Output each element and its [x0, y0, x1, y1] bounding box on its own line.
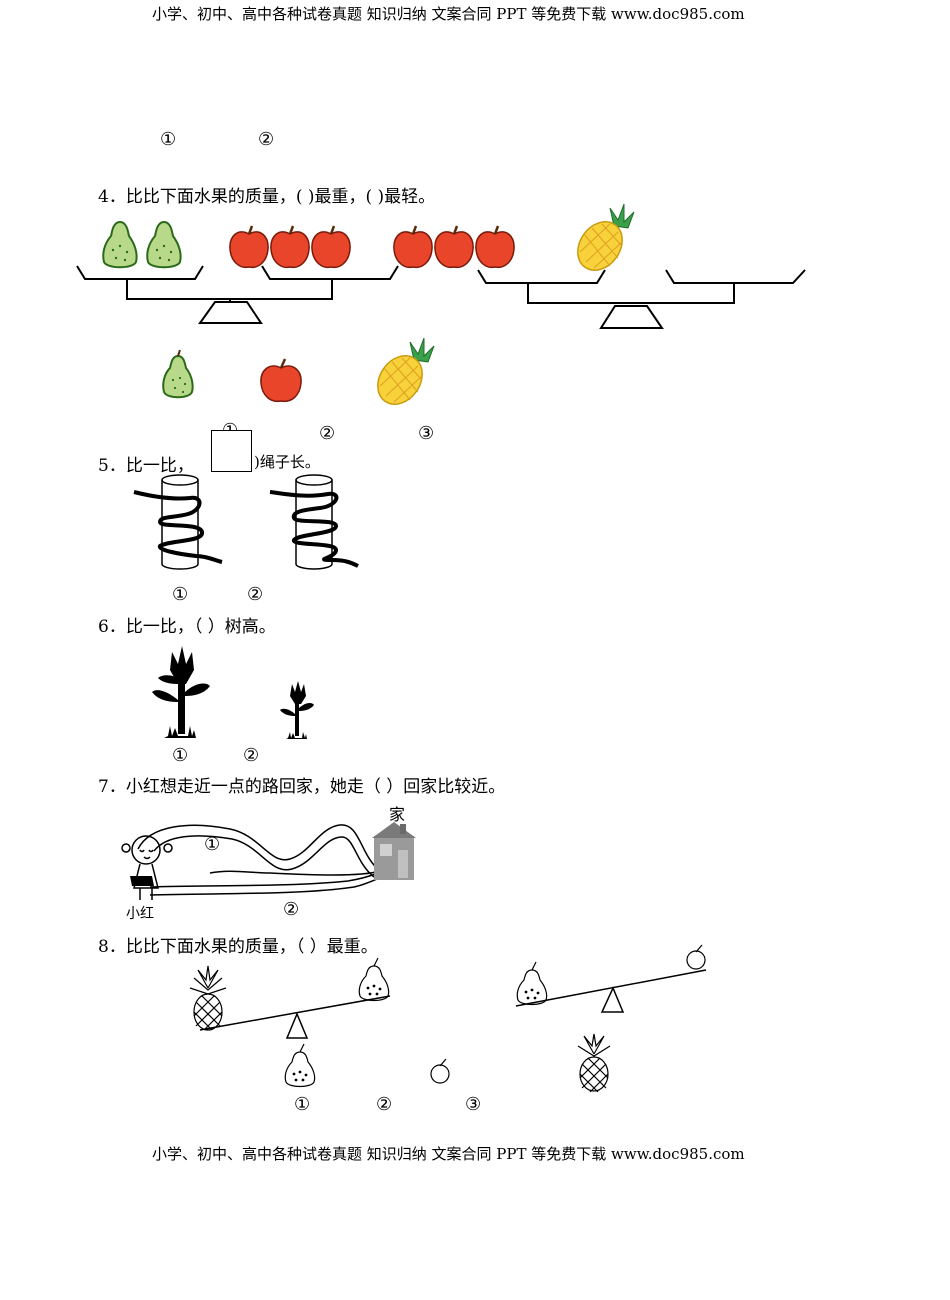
q7-paths	[137, 824, 383, 896]
q4-balance-2	[477, 269, 806, 329]
prev-option-2: ②	[258, 129, 275, 150]
q4-option-pear	[162, 349, 194, 399]
q5-answer-box[interactable]	[211, 430, 252, 472]
q7-girl-xiaohong	[121, 835, 173, 900]
q4-option-pineapple	[377, 337, 435, 405]
q6-option-1-label: ①	[172, 745, 189, 766]
q8-pear-seesaw-1	[358, 957, 390, 1002]
q5-option-2-label: ②	[247, 584, 264, 605]
q7-house-home	[372, 822, 416, 880]
q4-text: 4．比比下面水果的质量，( )最重，( )最轻。	[98, 187, 436, 207]
q7-path-2-label: ②	[283, 899, 300, 920]
q4-apples-left-balance	[229, 225, 351, 269]
q4-balance-1	[76, 265, 399, 324]
q4-option-apple	[260, 358, 302, 403]
q8-text: 8．比比下面水果的质量，（ ）最重。	[98, 937, 378, 957]
q5-rope-post-2	[269, 474, 359, 570]
q5-option-1-label: ①	[172, 584, 189, 605]
q8-seesaw-1	[199, 995, 391, 1039]
q8-option-1-label: ①	[294, 1094, 311, 1115]
q4-pineapple-balance	[577, 203, 635, 271]
q6-tree-1	[152, 646, 210, 738]
q4-pears	[102, 220, 182, 269]
page-footer: 小学、初中、高中各种试卷真题 知识归纳 文案合同 PPT 等免费下载 www.d…	[152, 1145, 745, 1163]
q8-pineapple-seesaw-1	[189, 965, 227, 1031]
q4-apples-right-balance	[393, 225, 515, 269]
q7-home-label: 家	[389, 805, 406, 824]
q8-option-2-label: ②	[376, 1094, 393, 1115]
q8-option-pear	[284, 1043, 316, 1088]
q4-option-2-label: ②	[319, 423, 336, 444]
q5-rope-post-1	[133, 474, 223, 570]
q6-text: 6．比一比，（ ）树高。	[98, 617, 276, 637]
q8-pineapple-below-seesaw-2	[577, 1033, 611, 1093]
q8-apple-seesaw-2	[686, 944, 706, 970]
q5-text-prefix: 5．比一比，	[98, 456, 194, 476]
q7-path-1-label: ①	[204, 834, 221, 855]
q6-tree-2	[280, 681, 314, 739]
q4-option-3-label: ③	[418, 423, 435, 444]
q8-option-apple	[430, 1058, 450, 1084]
q8-option-3-label: ③	[465, 1094, 482, 1115]
q8-seesaw-2	[515, 969, 707, 1013]
page-header: 小学、初中、高中各种试卷真题 知识归纳 文案合同 PPT 等免费下载 www.d…	[152, 5, 745, 23]
q5-text-suffix: )绳子长。	[254, 453, 320, 471]
q8-pear-seesaw-2	[516, 961, 548, 1006]
prev-option-1: ①	[160, 129, 177, 150]
q7-girl-label: 小红	[126, 906, 154, 922]
q6-option-2-label: ②	[243, 745, 260, 766]
q7-text: 7．小红想走近一点的路回家，她走（ ）回家比较近。	[98, 777, 506, 797]
